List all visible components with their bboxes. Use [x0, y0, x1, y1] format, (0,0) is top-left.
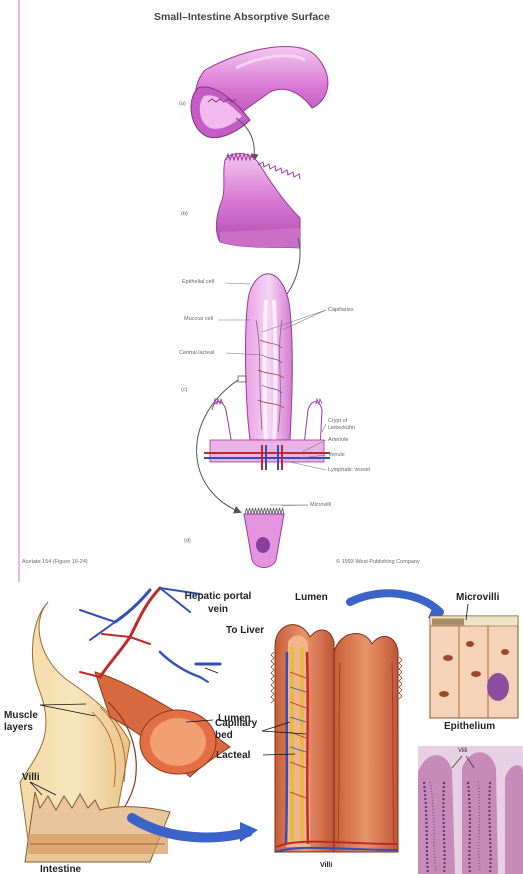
label-capillaries: Capillaries	[328, 307, 354, 313]
label-epithelium: Epithelium	[444, 721, 495, 732]
label-microvilli: Microvilli	[456, 592, 499, 603]
panel-label-c: (c)	[181, 387, 187, 393]
label-central-lacteal: Central lacteal	[179, 350, 214, 356]
villi-micrograph	[418, 746, 523, 874]
epithelial-cell-illustration	[244, 508, 284, 568]
panel-label-d: (d)	[184, 538, 191, 544]
label-crypt: Crypt of Lieberkühn	[328, 418, 362, 432]
label-villi-micrograph: Villi	[458, 748, 467, 754]
label-venule: Venule	[328, 452, 345, 458]
footer-copyright: © 1993 West Publishing Company	[336, 559, 420, 565]
label-lumen-villi: Lumen	[295, 592, 328, 603]
label-villi-intestine: Villi	[22, 772, 40, 783]
label-lymphatic-vessel: Lymphatic vessel	[328, 467, 370, 473]
intestine-tube-illustration	[191, 47, 328, 138]
mucosal-fold-illustration	[216, 153, 300, 248]
diagram-title: Small–Intestine Absorptive Surface	[154, 11, 330, 23]
label-hepatic-portal-vein-line1: Hepatic portal vein	[180, 590, 256, 616]
label-muscle-layers: Muscle layers	[4, 710, 44, 734]
label-mucous-cell: Mucous cell	[184, 316, 213, 322]
villus-illustration	[204, 274, 330, 470]
label-microvilli-d: Microvilli	[310, 502, 331, 508]
villi-detail	[271, 625, 402, 852]
label-capillary-bed: Capillary bed	[215, 718, 265, 742]
label-villi-caption: Villi	[320, 862, 332, 869]
label-to-liver: To Liver	[226, 625, 264, 636]
label-hepatic-portal-vein: Hepatic portal vein	[180, 590, 256, 616]
intestine-cross-section	[20, 602, 230, 862]
label-intestine: Intestine	[40, 864, 81, 874]
top-diagram: Small–Intestine Absorptive Surface (a) (…	[0, 0, 523, 582]
top-diagram-art	[0, 0, 523, 582]
footer-acetate: Acetate 154 (Figure 16-24)	[22, 559, 88, 565]
label-lacteal: Lacteal	[216, 750, 250, 761]
arrow-to-epithelium	[350, 593, 440, 612]
label-epithelial-cell: Epithelial cell	[182, 279, 214, 285]
panel-label-b: (b)	[181, 211, 188, 217]
bottom-diagram: Hepatic portal vein To Liver Muscle laye…	[0, 582, 523, 874]
label-arteriole: Arteriole	[328, 437, 348, 443]
panel-label-a: (a)	[179, 101, 186, 107]
epithelium-detail	[430, 604, 518, 718]
